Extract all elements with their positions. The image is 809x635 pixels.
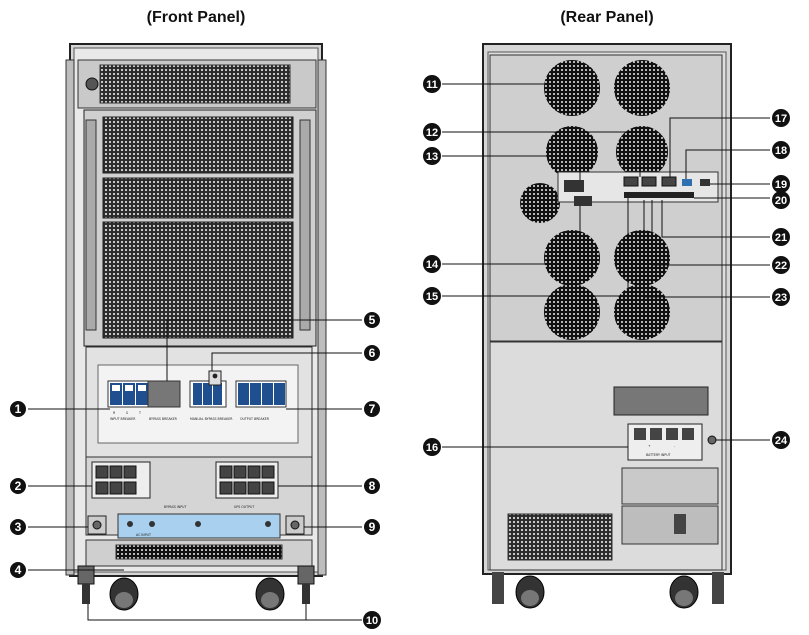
- svg-text:24: 24: [775, 435, 788, 447]
- callout-23: 23: [772, 288, 790, 306]
- phase-s-label: S: [126, 411, 128, 415]
- bypass-breaker[interactable]: [147, 380, 181, 408]
- front-lock-icon: [85, 77, 99, 91]
- callout-21: 21: [772, 228, 790, 246]
- rear-ground-screw: [707, 435, 717, 445]
- manual-bypass-breaker-label: MANUAL BYPASS BREAKER: [190, 417, 233, 421]
- callout-15: 15: [423, 287, 441, 305]
- output-breaker-label: OUTPUT BREAKER: [240, 417, 270, 421]
- ups-output-terminal: [215, 461, 279, 499]
- svg-text:19: 19: [775, 179, 787, 191]
- front-cabinet: R S T INPUT BREAKER BYPASS BREAKER MANUA…: [65, 43, 327, 611]
- phase-r-label: R: [113, 411, 116, 415]
- phase-t-label: T: [138, 411, 141, 415]
- svg-text:4: 4: [15, 563, 22, 577]
- callout-19: 19: [772, 175, 790, 193]
- svg-text:20: 20: [775, 195, 787, 207]
- ac-input-label: AC INPUT: [136, 533, 151, 537]
- front-panel-title: (Front Panel): [147, 9, 246, 26]
- callout-3: 3: [10, 519, 26, 535]
- svg-text:23: 23: [775, 292, 787, 304]
- callout-9: 9: [364, 519, 380, 535]
- svg-text:12: 12: [426, 127, 438, 139]
- bypass-input-terminal: [91, 461, 151, 499]
- callout-12: 12: [423, 123, 441, 141]
- battery-plus-label: +: [648, 444, 651, 448]
- svg-text:9: 9: [369, 520, 376, 534]
- ups-output-label: UPS OUTPUT: [234, 505, 254, 509]
- callout-11: 11: [423, 75, 441, 93]
- bypass-breaker-label: BYPASS BREAKER: [149, 417, 178, 421]
- front-leader-lines: [28, 319, 362, 621]
- callout-22: 22: [772, 256, 790, 274]
- svg-text:6: 6: [369, 346, 376, 360]
- battery-input-terminal: [627, 423, 703, 461]
- input-breaker-label: INPUT BREAKER: [110, 417, 136, 421]
- svg-text:17: 17: [775, 113, 787, 125]
- svg-text:18: 18: [775, 145, 787, 157]
- right-ground-screw: [285, 515, 305, 535]
- callout-17: 17: [772, 109, 790, 127]
- svg-text:7: 7: [369, 402, 376, 416]
- manual-bypass-breaker[interactable]: [189, 370, 227, 408]
- callout-1: 1: [10, 401, 26, 417]
- svg-text:2: 2: [15, 479, 22, 493]
- svg-text:1: 1: [15, 402, 22, 416]
- callout-badges: 1 2 3 4 5 6 7 8 9 10 11 12 13 14 15 16 1…: [10, 75, 790, 629]
- callout-20: 20: [772, 191, 790, 209]
- svg-text:10: 10: [366, 615, 378, 627]
- battery-input-label: BATTERY INPUT: [646, 453, 671, 457]
- callout-16: 16: [423, 438, 441, 456]
- rear-cabinet: + - BATTERY INPUT: [482, 43, 732, 609]
- svg-text:22: 22: [775, 260, 787, 272]
- output-breaker[interactable]: [235, 380, 287, 408]
- callout-10: 10: [363, 611, 381, 629]
- rear-panel-title: (Rear Panel): [560, 9, 653, 26]
- callout-13: 13: [423, 147, 441, 165]
- callout-8: 8: [364, 478, 380, 494]
- callout-5: 5: [364, 312, 380, 328]
- callout-24: 24: [772, 431, 790, 449]
- rear-leader-lines: [442, 83, 770, 448]
- svg-text:14: 14: [426, 259, 439, 271]
- svg-text:11: 11: [426, 79, 438, 91]
- left-ground-screw: [87, 515, 107, 535]
- callout-18: 18: [772, 141, 790, 159]
- callout-7: 7: [364, 401, 380, 417]
- bypass-input-label: BYPASS INPUT: [164, 505, 186, 509]
- callout-2: 2: [10, 478, 26, 494]
- svg-text:16: 16: [426, 442, 438, 454]
- svg-text:5: 5: [369, 313, 376, 327]
- input-breaker[interactable]: [107, 380, 151, 408]
- svg-text:3: 3: [15, 520, 22, 534]
- battery-minus-label: -: [674, 444, 675, 448]
- callout-4: 4: [10, 562, 26, 578]
- svg-text:21: 21: [775, 232, 787, 244]
- callout-6: 6: [364, 345, 380, 361]
- svg-text:8: 8: [369, 479, 376, 493]
- callout-14: 14: [423, 255, 441, 273]
- svg-text:15: 15: [426, 291, 438, 303]
- svg-text:13: 13: [426, 151, 438, 163]
